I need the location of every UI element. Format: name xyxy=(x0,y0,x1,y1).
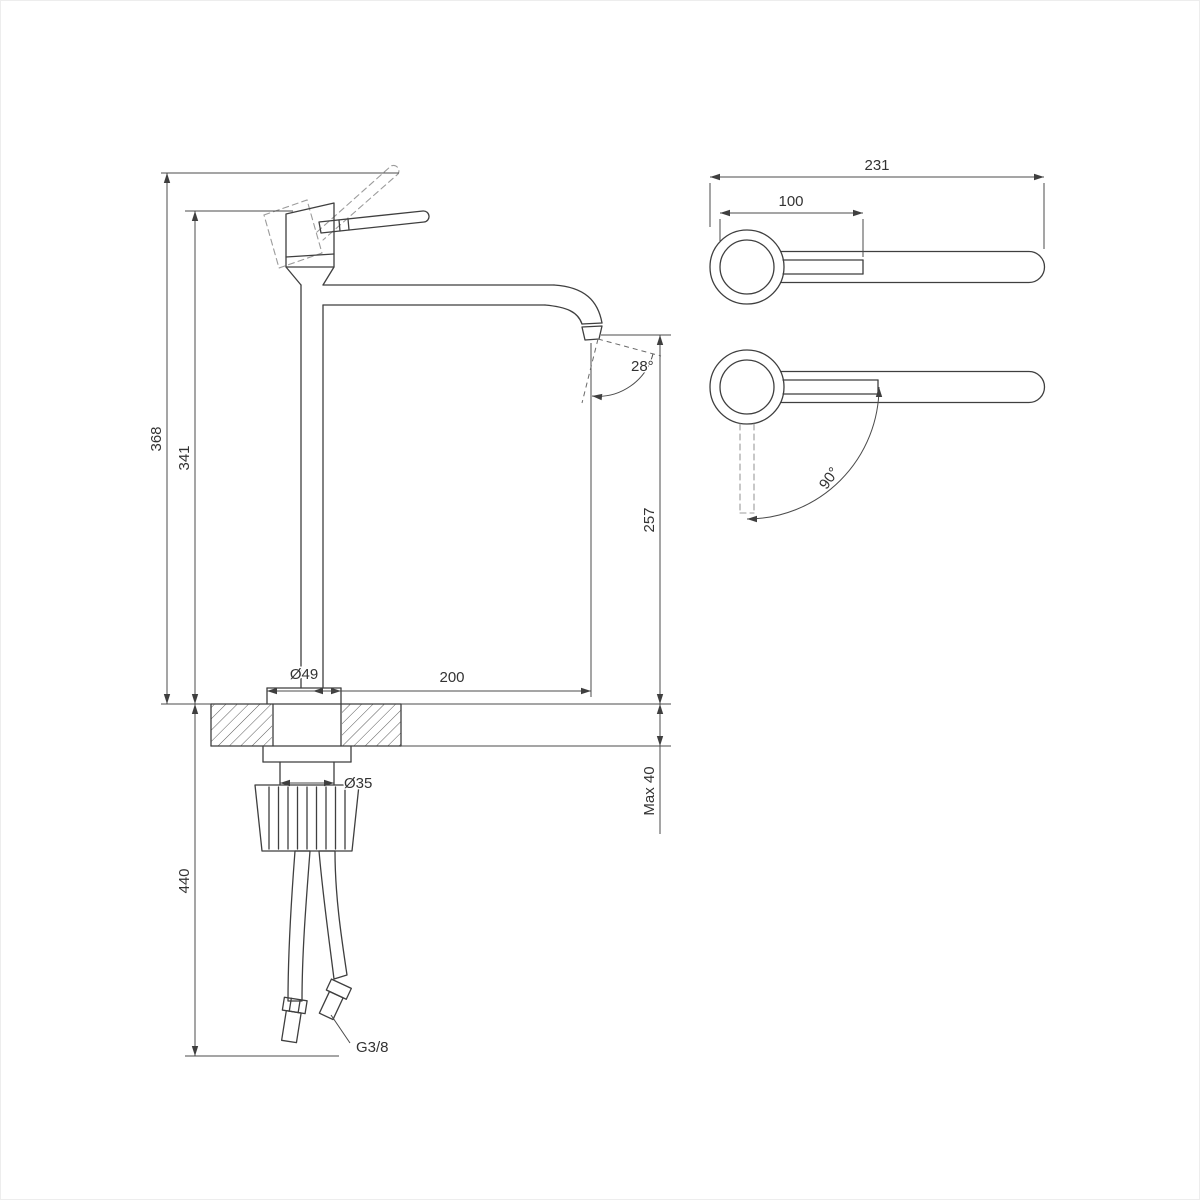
dimension-spout-top-height: 341 xyxy=(175,211,199,704)
aerator-tip xyxy=(581,325,603,341)
dim-handle-grip-label: 100 xyxy=(778,193,803,210)
dimension-base-diameter: Ø49 xyxy=(267,665,341,695)
dimension-total-height: 368 xyxy=(147,173,171,704)
dim-under-counter-label: 440 xyxy=(176,868,193,893)
countertop-section xyxy=(210,703,402,747)
dimension-shank-diameter: Ø35 xyxy=(280,774,374,794)
hose-fitting-left xyxy=(280,996,308,1044)
dimension-max-deck-thickness: Max 40 xyxy=(640,704,664,834)
handle-top-view-rotated: 90° xyxy=(709,349,1046,523)
dim-max-deck-label: Max 40 xyxy=(641,766,658,815)
dim-spout-top-height-label: 341 xyxy=(176,445,193,470)
dim-outlet-height-label: 257 xyxy=(641,507,658,532)
hose-connection-callout: G3/8 xyxy=(330,1014,390,1058)
supply-hose-right xyxy=(318,850,348,980)
hose-fitting-right xyxy=(318,978,353,1021)
dim-outlet-angle-label: 28° xyxy=(631,358,654,375)
dimension-spout-outlet-height: 257 xyxy=(640,335,664,704)
mounting-hardware xyxy=(254,745,360,852)
dim-spout-reach-label: 200 xyxy=(439,669,464,686)
dimension-spout-reach: 200 xyxy=(313,668,591,695)
dimension-handle-grip-length: 100 xyxy=(720,192,863,217)
faucet-body-and-spout xyxy=(266,284,603,705)
handle-down-position-phantom xyxy=(739,423,755,514)
countertop-hatch-left xyxy=(211,704,272,746)
dimension-handle-swing-angle: 90° xyxy=(746,386,883,523)
faucet-side-view xyxy=(210,164,603,1044)
dim-base-diameter-label: Ø49 xyxy=(290,666,318,683)
handle-open-position-phantom xyxy=(263,164,400,269)
handle-top-view-straight: 231 100 xyxy=(709,156,1046,305)
top-view-extension-lines xyxy=(709,183,1045,257)
countertop-hatch-right xyxy=(342,704,401,746)
side-view-dimensions: 368 341 440 257 Max 40 Ø49 200 xyxy=(147,172,671,1058)
dim-total-height-label: 368 xyxy=(148,426,165,451)
mixer-head-and-lever xyxy=(285,202,430,286)
dim-shank-diameter-label: Ø35 xyxy=(344,775,372,792)
dimension-handle-length: 231 xyxy=(710,156,1044,181)
supply-hoses xyxy=(280,850,353,1044)
dimension-under-counter-length: 440 xyxy=(175,704,199,1056)
dimension-outlet-angle: 28° xyxy=(581,338,662,404)
hose-connection-label: G3/8 xyxy=(356,1039,389,1056)
dim-handle-length-label: 231 xyxy=(864,157,889,174)
supply-hose-left xyxy=(287,850,311,1002)
dim-swing-angle-label: 90° xyxy=(816,464,843,492)
